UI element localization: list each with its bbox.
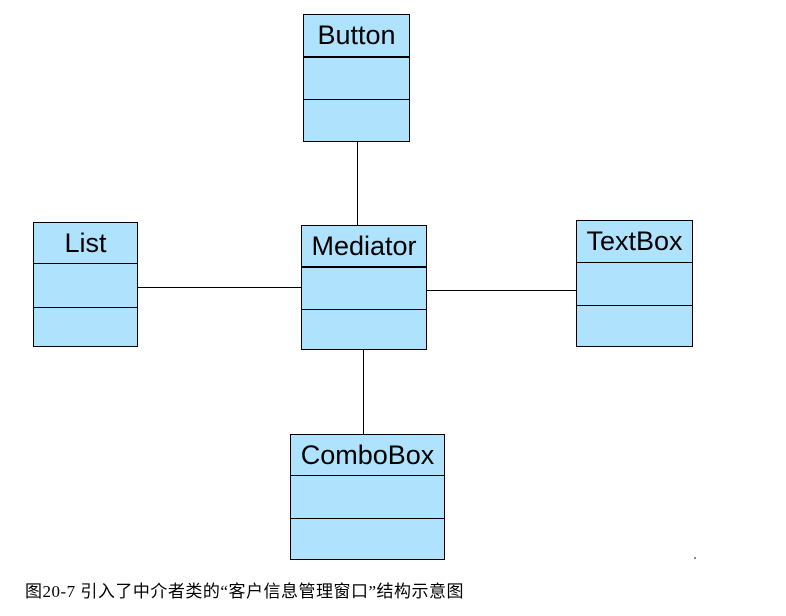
operations-compartment-button [304, 100, 409, 141]
class-name-textbox: TextBox [577, 221, 692, 263]
operations-compartment-mediator [302, 310, 426, 349]
connector-mediator-button [357, 141, 358, 225]
connector-mediator-combobox [363, 350, 364, 434]
class-box-list: List [33, 222, 138, 347]
class-name-combobox: ComboBox [291, 435, 444, 476]
attributes-compartment-textbox [577, 263, 692, 306]
class-box-button: Button [303, 14, 410, 142]
class-box-mediator: Mediator [301, 225, 427, 350]
connector-mediator-textbox [427, 290, 576, 291]
attributes-compartment-mediator [302, 268, 426, 310]
stray-dot [694, 557, 696, 559]
operations-compartment-list [34, 308, 137, 346]
attributes-compartment-list [34, 264, 137, 308]
connector-mediator-list [138, 287, 301, 288]
class-name-button: Button [304, 15, 409, 58]
figure-caption: 图20-7 引入了中介者类的“客户信息管理窗口”结构示意图 [25, 582, 465, 601]
class-box-combobox: ComboBox [290, 434, 445, 560]
attributes-compartment-combobox [291, 476, 444, 519]
class-box-textbox: TextBox [576, 220, 693, 347]
class-name-list: List [34, 223, 137, 264]
attributes-compartment-button [304, 58, 409, 100]
operations-compartment-textbox [577, 306, 692, 346]
operations-compartment-combobox [291, 519, 444, 559]
class-name-mediator: Mediator [302, 226, 426, 268]
